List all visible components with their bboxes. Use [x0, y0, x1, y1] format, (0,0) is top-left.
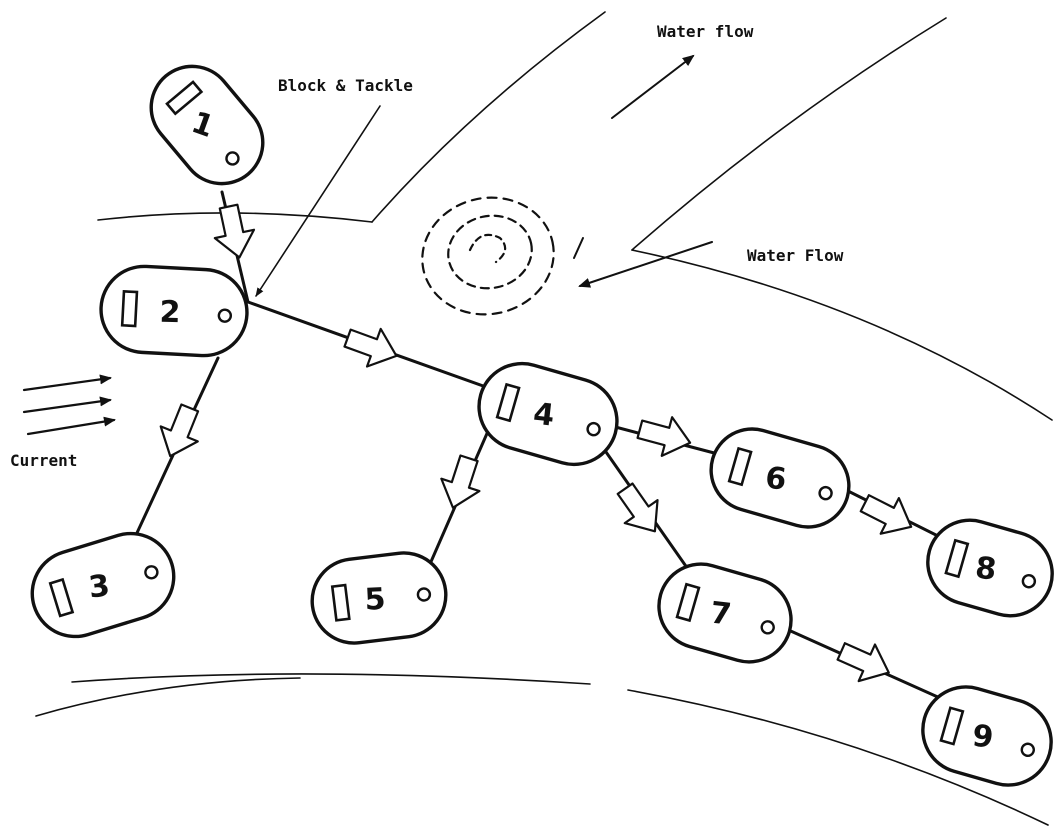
boat-5: 5: [310, 551, 448, 645]
boat-number: 6: [764, 460, 789, 497]
pull-arrow-6: [616, 482, 659, 533]
boat-hull: [477, 361, 619, 467]
cabin-rect: [727, 446, 753, 487]
boat-hull: [926, 518, 1054, 618]
pull-direction-arrows: [159, 203, 913, 683]
boat-hull: [657, 562, 793, 664]
port-circle: [818, 485, 833, 501]
boat-hull: [709, 427, 851, 529]
port-circle: [225, 151, 240, 166]
boat-4: 4: [477, 361, 619, 467]
pull-arrow-5: [636, 416, 692, 457]
boat-6: 6: [709, 427, 851, 529]
boats-group: 1 2 3 4 5 6 7 8 9: [30, 64, 1054, 787]
tributary-bank-right: [631, 17, 947, 251]
upper-bank-right: [631, 249, 1053, 421]
river-banks: [35, 11, 1053, 826]
water-flow-arrow-right: [578, 241, 713, 288]
port-circle: [1020, 742, 1035, 757]
boat-number: 2: [159, 295, 181, 330]
cabin-rect: [330, 583, 351, 622]
water-flow-top-label: Water flow: [657, 22, 754, 41]
pull-arrow-2: [343, 327, 398, 368]
boat-7: 7: [657, 562, 793, 664]
boat-number: 3: [87, 568, 112, 605]
block-tackle-label: Block & Tackle: [278, 76, 413, 95]
water-flow-arrow-top: [611, 54, 695, 119]
lower-bank-far-left: [35, 677, 301, 717]
boat-hull: [921, 685, 1053, 787]
pull-arrow-8: [836, 642, 890, 683]
cabin-rect: [939, 706, 965, 746]
pull-arrow-1: [213, 203, 256, 259]
port-circle: [416, 587, 432, 602]
cabin-rect: [495, 382, 521, 423]
boat-hull: [30, 531, 176, 639]
boat-2: 2: [99, 264, 249, 358]
lower-bank-left: [71, 673, 591, 685]
pull-arrow-3: [159, 403, 200, 458]
boat-3: 3: [30, 531, 176, 639]
port-circle: [144, 565, 159, 580]
water-flow-right-label: Water Flow: [747, 246, 844, 265]
port-circle: [760, 620, 775, 635]
eddy-tick: [573, 237, 584, 259]
pull-arrow-4: [440, 454, 481, 509]
cabin-rect: [120, 289, 139, 328]
boat-9: 9: [921, 685, 1053, 787]
block-tackle-pointer: [255, 105, 381, 297]
current-arrows: [22, 374, 116, 436]
boat-1: 1: [149, 64, 265, 186]
cabin-rect: [165, 80, 204, 116]
cabin-rect: [944, 538, 970, 579]
port-circle: [217, 308, 233, 323]
boat-number: 8: [974, 550, 999, 587]
boat-number: 4: [532, 396, 557, 433]
boat-8: 8: [926, 518, 1054, 618]
boat-number: 9: [971, 718, 996, 755]
boat-hull: [149, 64, 265, 186]
cabin-rect: [675, 582, 701, 623]
port-circle: [1021, 574, 1037, 589]
current-label: Current: [10, 451, 77, 470]
boat-number: 5: [364, 582, 387, 618]
pull-arrow-7: [859, 494, 913, 535]
lower-bank-right: [627, 689, 1049, 826]
boat-number: 7: [709, 595, 734, 632]
port-circle: [586, 421, 601, 437]
cabin-rect: [48, 577, 75, 618]
boat-hull: [99, 264, 249, 358]
eddy-swirl: [421, 196, 584, 316]
tributary-bank-left: [371, 11, 606, 223]
